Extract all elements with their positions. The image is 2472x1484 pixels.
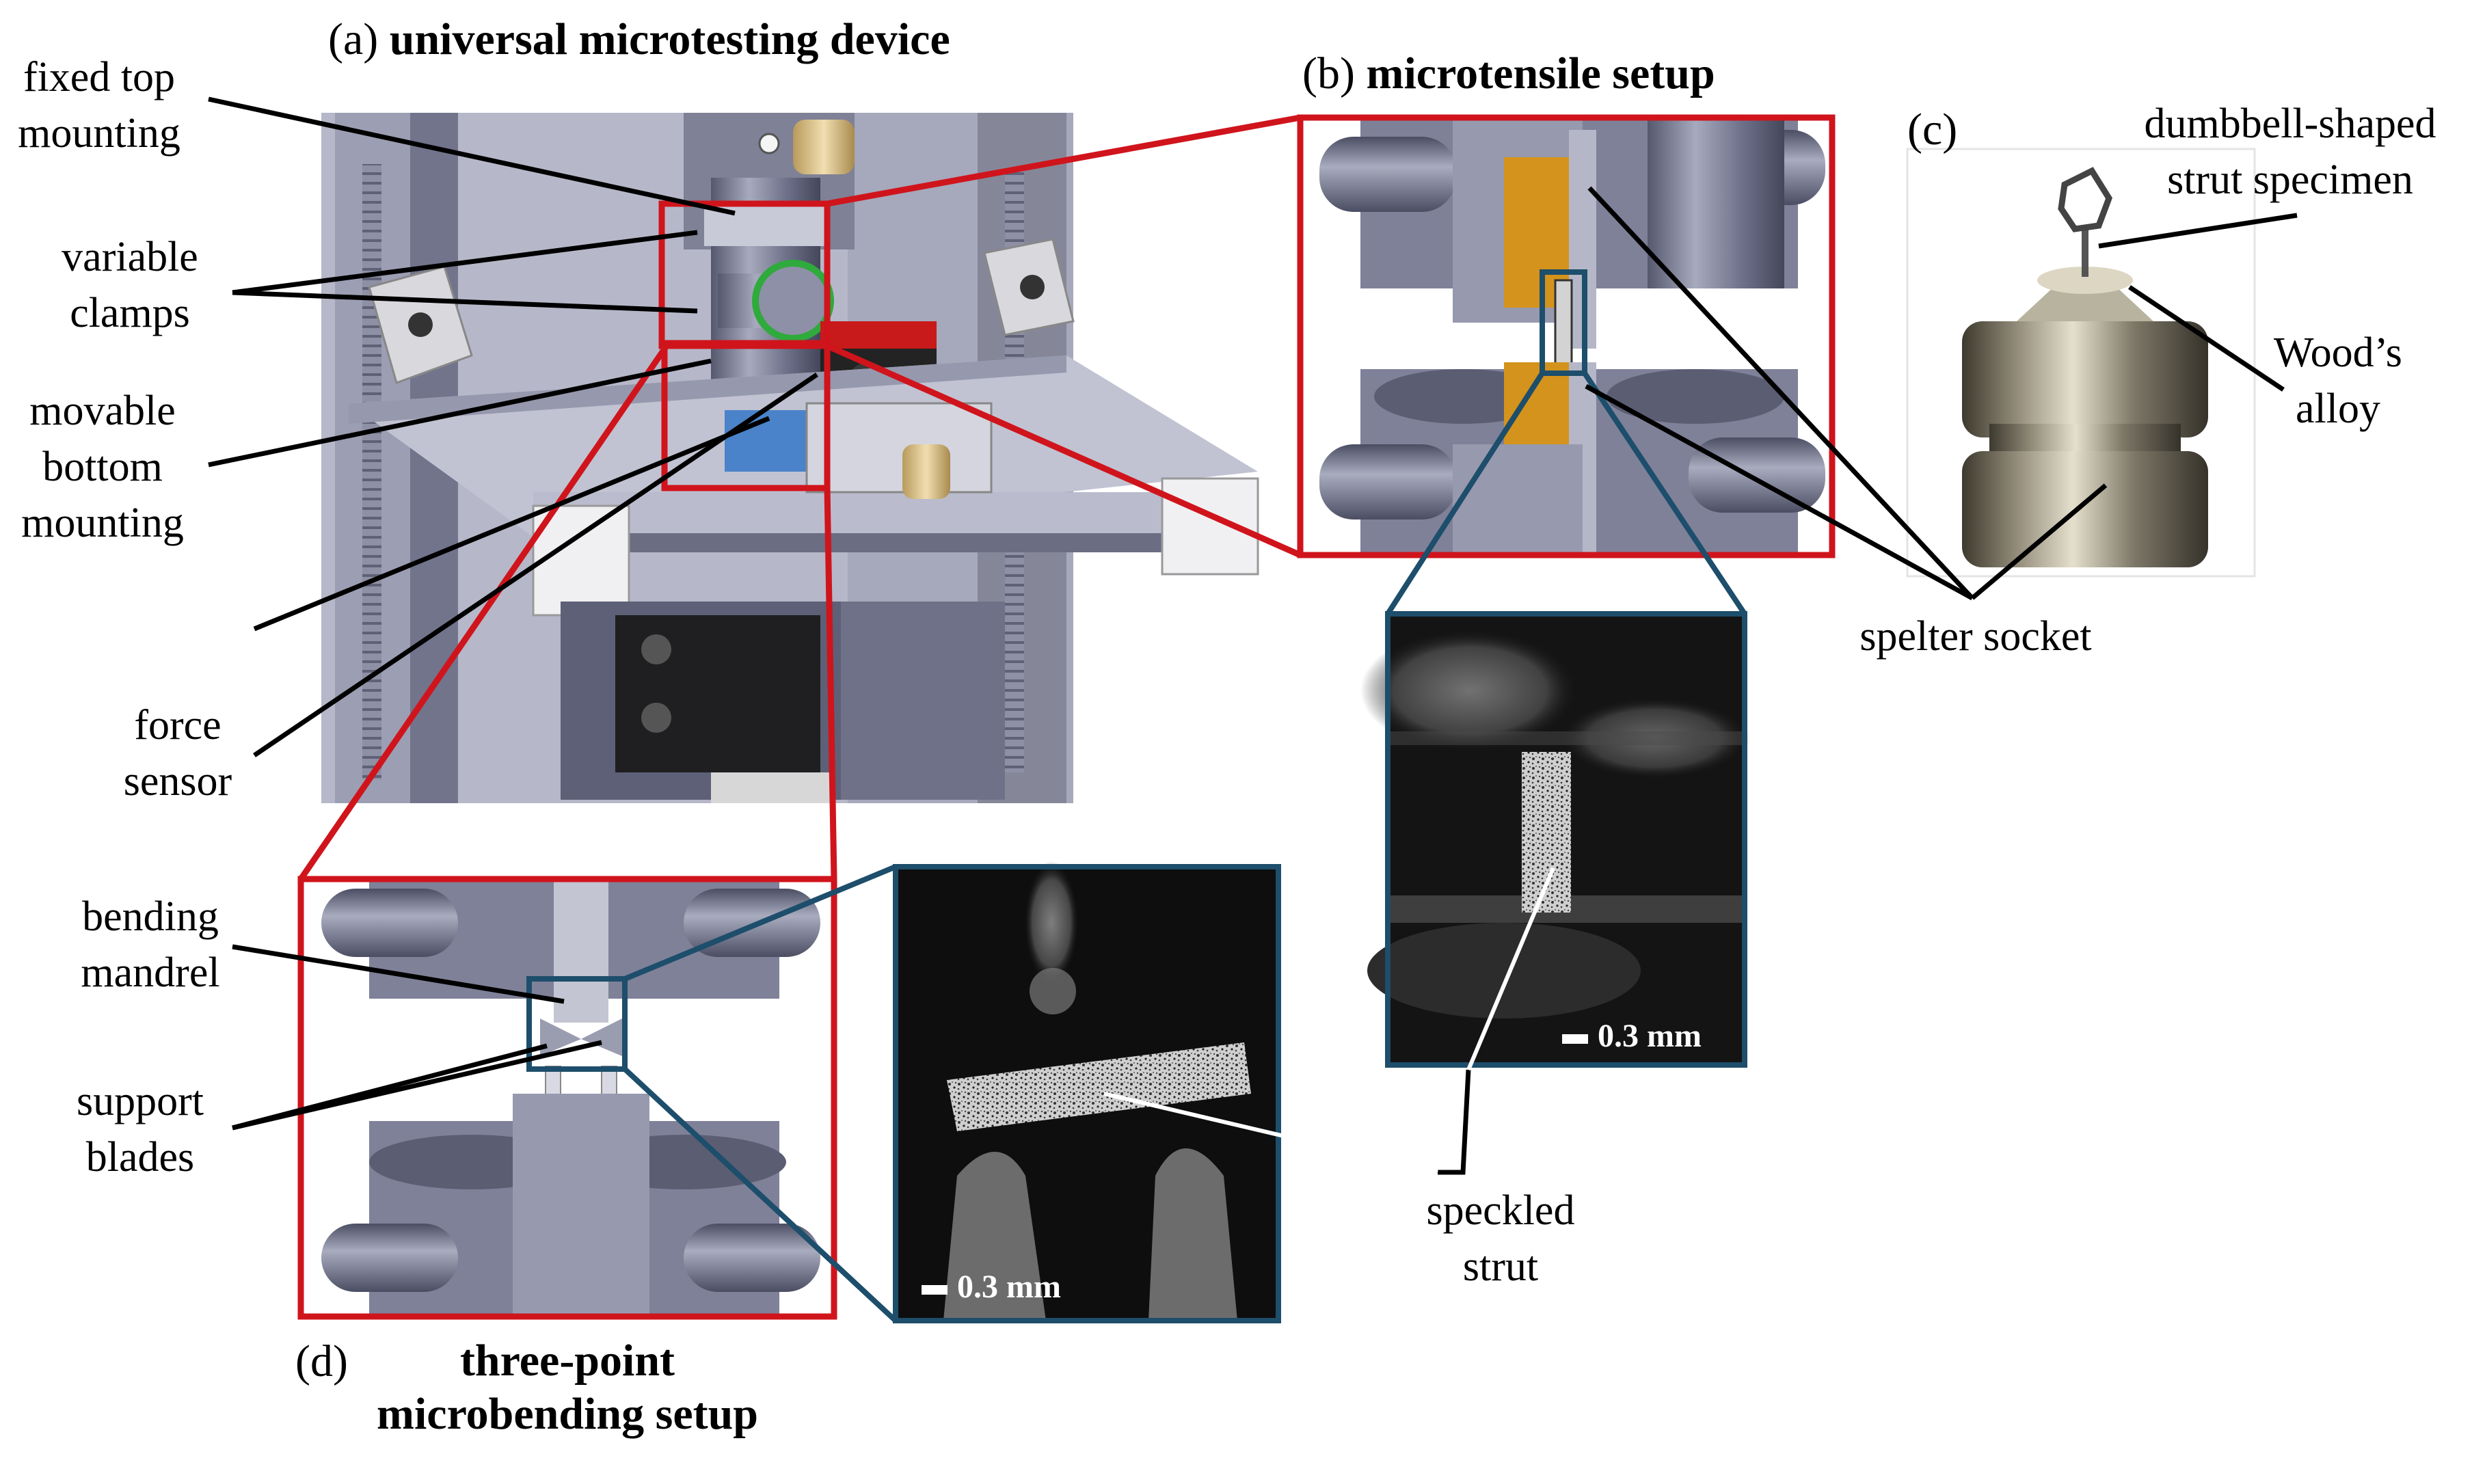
label-woods-alloy: Wood’s alloy: [2242, 325, 2434, 437]
label-line: support: [77, 1078, 204, 1124]
pointer-force-sensor-2: [253, 373, 818, 757]
zoom-line-b-top: [827, 114, 1301, 207]
panel-b-title-text: microtensile setup: [1366, 49, 1715, 98]
scale-bar-line: [922, 1284, 948, 1295]
label-fixed-top-mounting: fixed top mounting: [0, 49, 198, 161]
panel-a-letter: (a): [328, 14, 379, 64]
panel-c-letter: (c): [1907, 105, 1958, 154]
label-line: strut: [1462, 1243, 1539, 1290]
scale-bar-tensile: 0.3 mm: [1562, 1017, 1702, 1055]
zoom-frame-tensile-region: [658, 200, 831, 491]
panel-d-bending-rendering: [301, 879, 834, 1317]
label-variable-clamps: variable clamps: [41, 229, 219, 341]
label-line: fixed top: [23, 54, 176, 100]
label-support-blades: support blades: [48, 1073, 232, 1185]
tensile-micrograph: [1360, 614, 1750, 1065]
panel-b-letter: (b): [1302, 49, 1355, 98]
panel-d-title-line2: microbending setup: [376, 1389, 759, 1439]
panel-a-device-rendering: [321, 113, 1259, 803]
pointer-speckled-strut-tensile: [1466, 867, 1555, 1071]
label-spelter-socket: spelter socket: [1805, 608, 2147, 664]
label-line: blades: [85, 1134, 195, 1181]
label-line: sensor: [123, 758, 232, 805]
scale-bar-bending: 0.3 mm: [922, 1268, 1061, 1306]
zoom-line-tensile-right: [1582, 371, 1747, 616]
pointer-support-2: [232, 1040, 602, 1131]
panel-d-frame: [297, 876, 837, 1320]
label-line: mounting: [21, 500, 184, 546]
scale-bar-tensile-text: 0.3 mm: [1598, 1018, 1702, 1054]
pointer-fixed-top: [208, 96, 736, 216]
label-bending-mandrel: bending mandrel: [62, 889, 239, 1001]
pointer-mandrel: [232, 944, 565, 1004]
label-line: spelter socket: [1859, 613, 2092, 660]
panel-d-title-line1: three-point: [459, 1336, 675, 1386]
zoom-line-tensile-left: [1385, 371, 1545, 616]
pointer-force-sensor-1: [253, 416, 770, 632]
bending-micrograph-frame: [893, 864, 1281, 1323]
panel-b-frame: [1297, 114, 1836, 558]
pointer-speckled-strut: [1438, 1069, 1471, 1175]
label-line: speckled: [1426, 1187, 1575, 1234]
tensile-micrograph-frame: [1385, 611, 1747, 1068]
scale-bar-line: [1562, 1034, 1588, 1044]
pointer-lines: [208, 96, 2298, 1175]
label-line: bending: [82, 893, 219, 940]
pointer-dumbbell: [2098, 213, 2298, 249]
label-line: alloy: [2296, 386, 2380, 432]
panel-d-zoom-box: [526, 976, 628, 1072]
zoom-line-bending-top: [623, 864, 897, 982]
label-force-sensor: force sensor: [96, 697, 260, 809]
label-line: bottom: [42, 444, 163, 490]
panel-c-socket-photo: [1906, 148, 2256, 578]
panel-b-zoom-box: [1540, 269, 1587, 376]
zoom-line-d-left: [298, 344, 669, 881]
pointer-woods-alloy: [2128, 285, 2285, 392]
label-line: strut specimen: [2167, 157, 2413, 203]
panel-b-tensile-rendering: [1300, 118, 1832, 555]
label-dumbbell-specimen: dumbbell-shaped strut specimen: [2119, 96, 2461, 208]
pointer-socket-c: [1970, 483, 2108, 600]
panel-d-title: three-point microbending setup: [328, 1334, 807, 1441]
label-line: force: [134, 702, 221, 748]
zoom-line-bending-bottom: [623, 1067, 898, 1323]
label-line: Wood’s: [2274, 329, 2402, 376]
panel-a-title: (a) universal microtesting device: [328, 12, 950, 67]
panel-a-title-text: universal microtesting device: [389, 14, 950, 64]
pointer-socket-b-top: [1587, 186, 1974, 600]
zoom-line-d-right: [824, 487, 837, 880]
label-line: clamps: [70, 290, 190, 336]
label-speckled-strut: speckled strut: [1395, 1183, 1607, 1295]
label-line: movable: [29, 388, 176, 434]
label-movable-bottom-mounting: movable bottom mounting: [0, 383, 205, 551]
panel-d-letter: (d): [295, 1336, 348, 1386]
pointer-clamp-1: [232, 230, 698, 295]
label-line: mandrel: [81, 949, 220, 996]
zoom-line-b-bottom: [826, 342, 1302, 558]
label-line: variable: [62, 234, 198, 280]
label-line: mounting: [18, 110, 180, 157]
panel-b-title: (b) microtensile setup: [1302, 46, 1715, 101]
pointer-socket-b-bottom: [1585, 383, 1974, 601]
bending-micrograph: [896, 861, 1278, 1321]
label-line: dumbbell-shaped: [2144, 100, 2436, 147]
scale-bar-bending-text: 0.3 mm: [957, 1269, 1061, 1305]
pointer-clamp-2: [232, 290, 698, 314]
pointer-speckled-strut-bending: [1103, 1092, 1438, 1174]
pointer-movable-bottom: [208, 358, 712, 468]
